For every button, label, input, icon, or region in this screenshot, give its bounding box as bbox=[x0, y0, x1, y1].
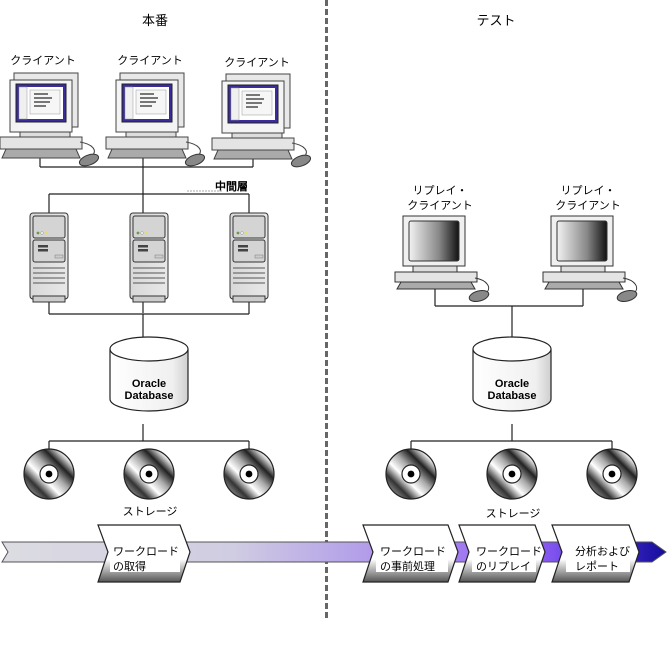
production-title: 本番 bbox=[141, 14, 168, 29]
production-client-computer-3 bbox=[211, 73, 313, 170]
middle-tier-server-3 bbox=[229, 212, 269, 303]
workflow-step-2-line1: ワークロード bbox=[380, 545, 446, 558]
production-db-label-line2: Database bbox=[125, 390, 174, 402]
test-client-network bbox=[434, 289, 584, 338]
workflow-step-1 bbox=[97, 524, 191, 583]
test-storage-network bbox=[410, 424, 613, 452]
test-db-label-line2: Database bbox=[488, 390, 537, 402]
test-storage-disc-2 bbox=[486, 448, 538, 500]
replay-client-label-1-line1: リプレイ・ bbox=[412, 184, 468, 197]
replay-client-label-1-line2: クライアント bbox=[407, 199, 473, 212]
workflow-step-4-line1: 分析および bbox=[575, 544, 630, 558]
test-storage-disc-1 bbox=[385, 448, 437, 500]
production-client-computer-1 bbox=[0, 72, 101, 169]
test-storage-disc-3 bbox=[586, 448, 638, 500]
production-storage-disc-3 bbox=[223, 448, 275, 500]
middle-tier-server-1 bbox=[29, 212, 69, 303]
test-storage-label: ストレージ bbox=[485, 507, 541, 520]
workflow-step-1-line2: の取得 bbox=[113, 560, 146, 573]
client-label-1: クライアント bbox=[10, 54, 76, 67]
middle-tier-network bbox=[48, 190, 250, 338]
production-storage-network bbox=[48, 424, 250, 452]
replay-client-computer-2 bbox=[542, 215, 639, 304]
replay-client-computer-1 bbox=[394, 215, 491, 304]
workflow-step-3-line2: のリプレイ bbox=[476, 560, 531, 573]
workflow-step-2-line2: の事前処理 bbox=[380, 559, 435, 573]
production-client-computer-2 bbox=[105, 72, 207, 169]
client-label-3: クライアント bbox=[224, 56, 290, 69]
middle-tier-server-2 bbox=[129, 212, 169, 303]
test-title: テスト bbox=[476, 14, 516, 29]
production-storage-label: ストレージ bbox=[122, 505, 178, 518]
replay-client-label-1: リプレイ・ クライアント bbox=[400, 183, 480, 213]
section-divider bbox=[325, 0, 328, 618]
replay-client-label-2-line1: リプレイ・ bbox=[560, 184, 616, 197]
production-storage-disc-2 bbox=[123, 448, 175, 500]
workflow-step-4-line2: レポート bbox=[575, 560, 619, 573]
production-storage-disc-1 bbox=[23, 448, 75, 500]
middle-tier-label: 中間層 bbox=[215, 180, 248, 193]
workflow-step-2 bbox=[362, 524, 459, 583]
workflow-step-1-line1: ワークロード bbox=[113, 545, 179, 558]
workflow-step-3-line1: ワークロード bbox=[476, 545, 542, 558]
client-label-2: クライアント bbox=[117, 54, 183, 67]
replay-client-label-2: リプレイ・ クライアント bbox=[548, 183, 628, 213]
workflow-step-4 bbox=[551, 524, 640, 583]
workflow-step-3 bbox=[458, 524, 546, 583]
production-db-label-line1: Oracle bbox=[132, 378, 166, 390]
test-db-label-line1: Oracle bbox=[495, 378, 529, 390]
replay-client-label-2-line2: クライアント bbox=[555, 199, 621, 212]
